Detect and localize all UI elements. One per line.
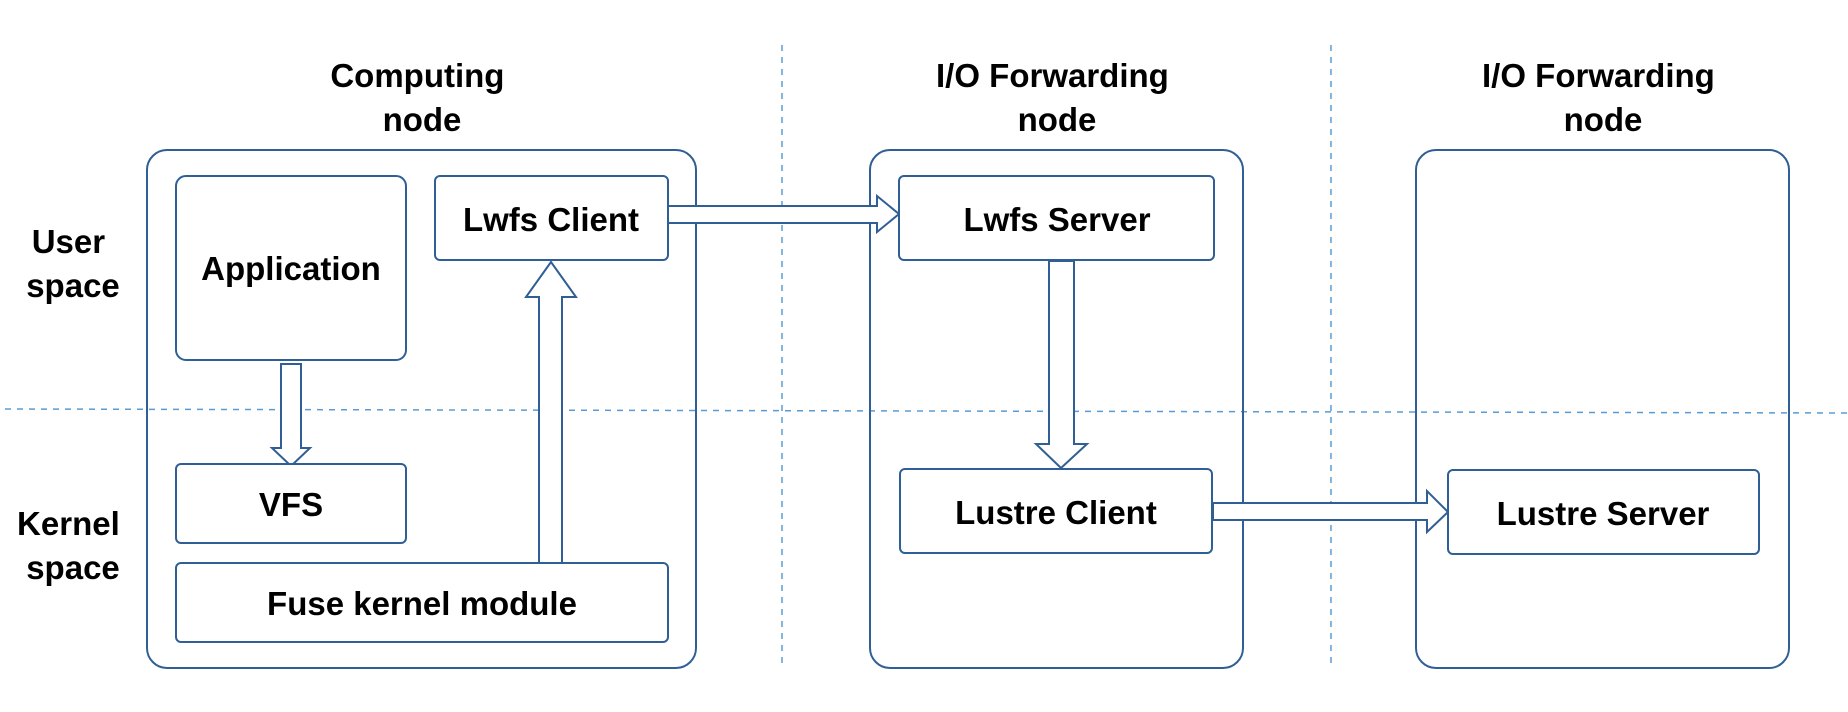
fuse-kernel-module-label: Fuse kernel module	[267, 585, 577, 622]
row-label-user-space: User space	[26, 223, 120, 304]
column-header-io-forwarding-1: I/O Forwarding node	[936, 57, 1178, 138]
lustre-client-box: Lustre Client	[899, 468, 1213, 554]
io-forwarding-node-container-1	[869, 149, 1244, 669]
arrow-lwfs-client-to-lwfs-server	[667, 193, 901, 235]
vfs-label: VFS	[259, 486, 323, 523]
lwfs-server-label: Lwfs Server	[963, 201, 1150, 238]
column-header-computing: Computing node	[330, 57, 513, 138]
lwfs-server-box: Lwfs Server	[898, 175, 1215, 261]
application-label: Application	[201, 250, 381, 287]
lustre-server-label: Lustre Server	[1497, 495, 1710, 532]
vfs-box: VFS	[175, 463, 407, 544]
lustre-server-box: Lustre Server	[1447, 469, 1760, 555]
computing-node-container	[146, 149, 697, 669]
fuse-kernel-module-box: Fuse kernel module	[175, 562, 669, 643]
arrow-lustre-client-to-lustre-server	[1212, 488, 1450, 535]
column-header-io-forwarding-2: I/O Forwarding node	[1482, 57, 1724, 138]
lwfs-client-box: Lwfs Client	[434, 175, 669, 261]
lwfs-client-label: Lwfs Client	[463, 201, 639, 238]
arrow-fuse-to-lwfs-client	[524, 260, 578, 564]
lustre-client-label: Lustre Client	[955, 494, 1157, 531]
row-label-kernel-space: Kernel space	[17, 505, 129, 586]
arrow-lwfs-server-to-lustre-client	[1033, 260, 1090, 470]
arrow-application-to-vfs	[269, 363, 313, 468]
application-box: Application	[175, 175, 407, 361]
io-forwarding-node-container-2	[1415, 149, 1790, 669]
